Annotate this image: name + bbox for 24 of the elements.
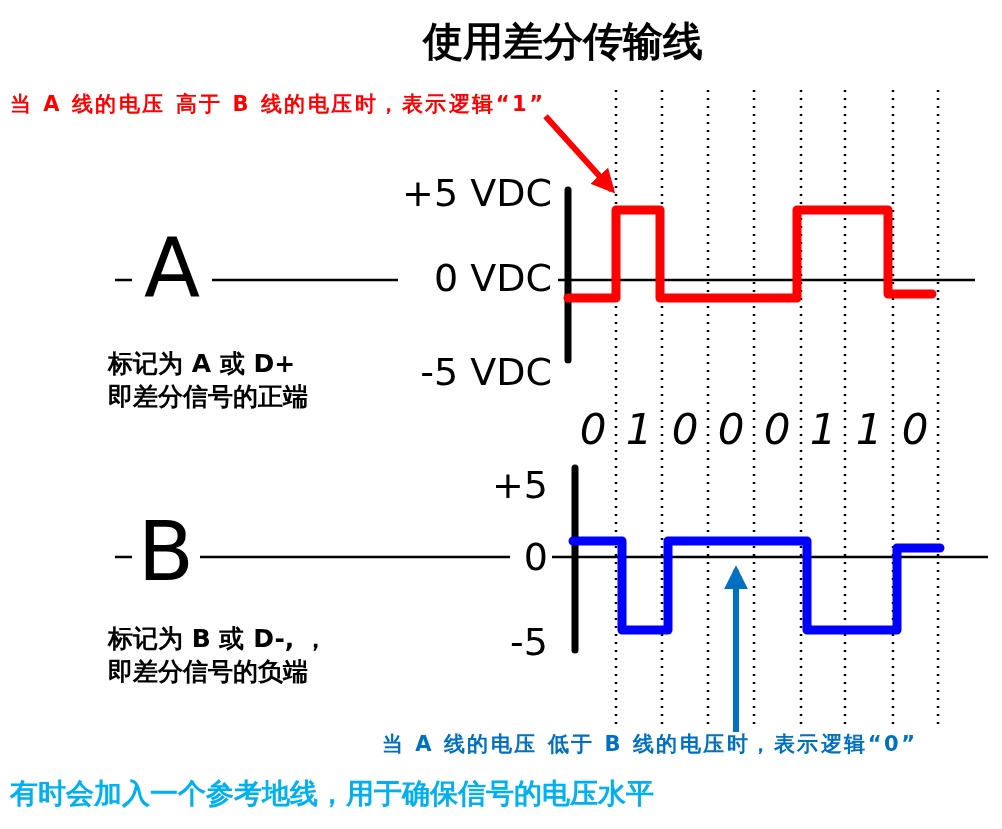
signal-description: 标记为 B 或 D-, ，即差分信号的负端 <box>108 622 329 687</box>
bit-value: 1 <box>855 409 883 451</box>
annotation-text: 当 A 线的电压 低于 B 线的电压时，表示逻辑“0” <box>382 732 918 757</box>
bit-value: 0 <box>671 409 699 451</box>
annotation-text: 当 A 线的电压 高于 B 线的电压时，表示逻辑“1” <box>10 92 546 117</box>
axis-value: 0 VDC <box>433 259 552 297</box>
bit-value: 1 <box>809 409 837 451</box>
signal-letter: A <box>143 227 201 309</box>
arrow <box>543 114 616 194</box>
axis-value: +5 VDC <box>402 174 552 212</box>
bit-value: 1 <box>625 409 653 451</box>
bit-value: 0 <box>717 409 745 451</box>
caption: 有时会加入一个参考地线，用于确保信号的电压水平 <box>10 778 654 811</box>
title: 使用差分传输线 <box>423 18 703 64</box>
bit-value: 0 <box>579 409 607 451</box>
axis-value: -5 <box>510 623 548 661</box>
signal-letter: B <box>137 511 195 593</box>
bit-value: 0 <box>763 409 791 451</box>
axis-value: -5 VDC <box>420 353 552 391</box>
axis-value: +5 <box>491 466 548 504</box>
signal-description: 标记为 A 或 D+ 即差分信号的正端 <box>108 347 309 412</box>
arrow <box>724 565 748 732</box>
axis-value: 0 <box>523 538 548 576</box>
bit-value: 0 <box>901 409 929 451</box>
